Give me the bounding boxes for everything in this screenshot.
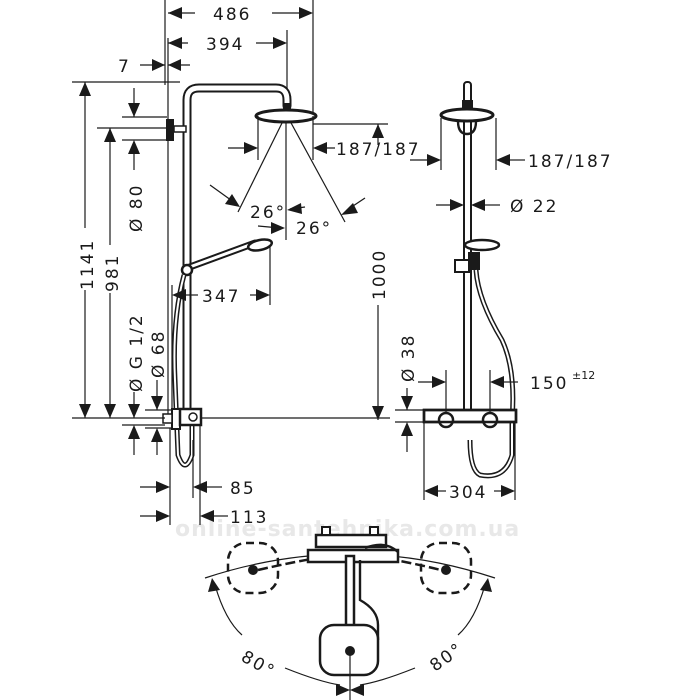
dim-347: 347 (202, 287, 240, 307)
dim-486: 486 (213, 5, 251, 25)
dim-dia-68: Ø 68 (149, 330, 169, 378)
dim-dia-80: Ø 80 (127, 184, 147, 232)
dim-head-spray-side: 187/187 (528, 152, 613, 172)
angle-right-26: 26° (296, 219, 332, 239)
dim-mixer-dia-38: Ø 38 (399, 334, 419, 382)
dim-rail-dia-22: Ø 22 (510, 197, 558, 217)
dim-1000: 1000 (370, 249, 390, 300)
dim-tolerance: ±12 (572, 369, 595, 382)
front-view: 486 394 7 187/187 (72, 0, 421, 528)
dim-head-spray-front: 187/187 (336, 140, 421, 160)
top-view: 80° 80° (204, 526, 496, 700)
angle-left-26: 26° (250, 203, 286, 223)
dim-981: 981 (103, 254, 123, 292)
dim-394: 394 (206, 35, 244, 55)
angle-left-80: 80° (238, 647, 279, 682)
dim-connection-g12: Ø G 1/2 (127, 313, 147, 392)
angle-right-80: 80° (426, 639, 467, 676)
dim-width-304: 304 (449, 483, 487, 503)
dim-spacing-150: 150 (530, 374, 568, 394)
dim-1141: 1141 (78, 239, 98, 290)
dim-113: 113 (230, 508, 268, 528)
side-view: 187/187 Ø 22 Ø 38 150 ±12 (395, 81, 613, 503)
dim-7: 7 (118, 57, 131, 77)
dim-85: 85 (230, 479, 256, 499)
